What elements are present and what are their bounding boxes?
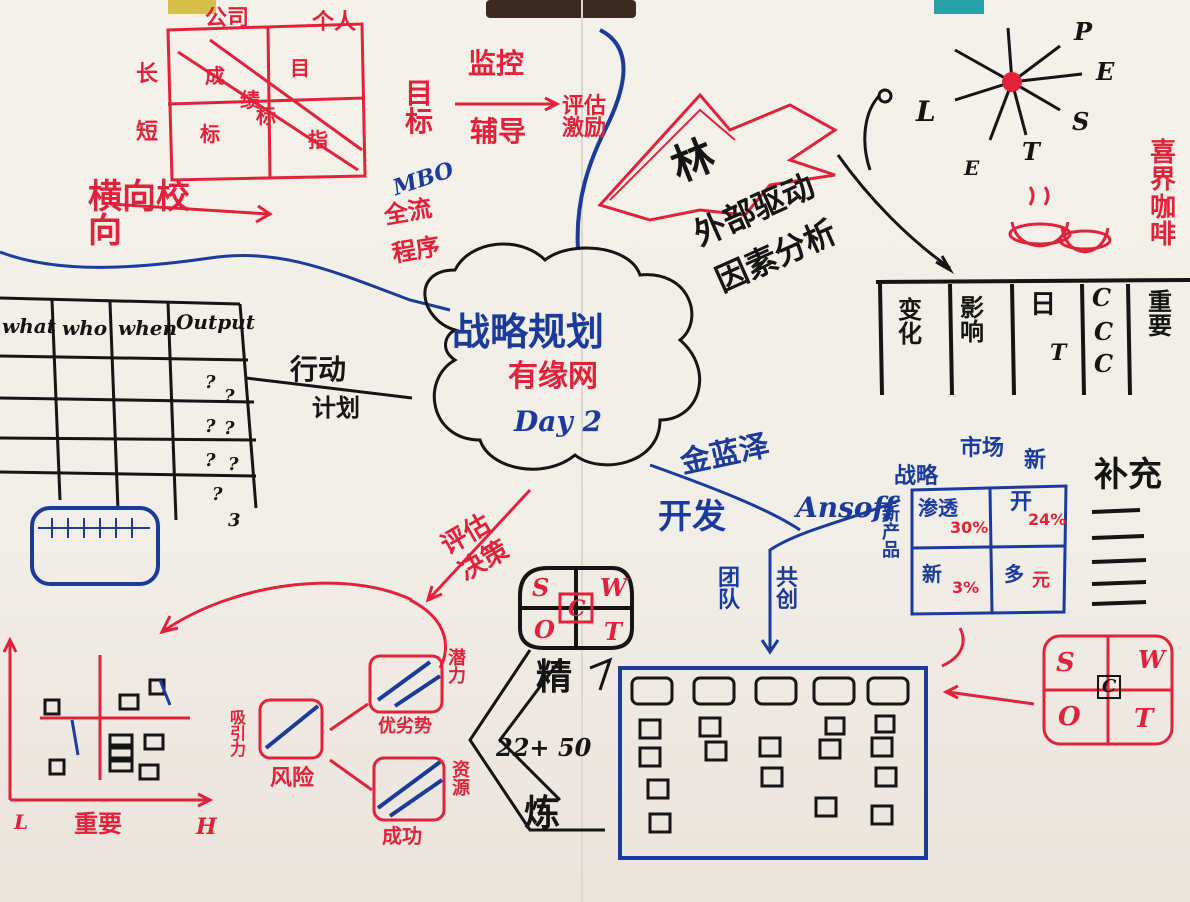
center-subtitle: 有缘网: [508, 359, 598, 394]
ansoff-cell-penetration: 渗透: [918, 496, 958, 520]
range-label: 22+ 50: [496, 733, 592, 762]
pest-letter-l: L: [916, 95, 936, 128]
development-label: 开发: [658, 497, 726, 537]
swot-o: O: [534, 615, 555, 644]
pest-letter-p: P: [1074, 17, 1093, 46]
ansoff-cell-new: 新: [922, 562, 942, 586]
ansoff-pct-3: 3%: [952, 578, 980, 597]
swot2-w: W: [1138, 645, 1165, 674]
swot-t: T: [604, 617, 622, 646]
action-header-output: Output: [176, 310, 255, 334]
action-mark-2: ?: [224, 386, 235, 407]
matrix-cell-2: 绩: [240, 88, 260, 112]
action-mark-3: ?: [205, 416, 216, 437]
pest-letter-t: T: [1022, 137, 1040, 166]
goal-label: 目标: [405, 77, 434, 138]
ansoff-cell-yuan: 元: [1032, 570, 1050, 591]
pest-letter-e2: E: [964, 156, 980, 180]
axis-high: H: [196, 814, 217, 840]
pest-letter-e: E: [1096, 57, 1115, 86]
matrix-cell-1: 成: [205, 64, 225, 88]
action-label: 行动: [290, 353, 347, 386]
action-header-when: when: [118, 316, 178, 340]
matrix-top-company: 公司: [205, 6, 250, 31]
table-col-c3: C: [1094, 349, 1114, 378]
distill-label: 炼: [524, 793, 561, 834]
risk-label: 风险: [270, 766, 315, 791]
table-col-c2: C: [1094, 317, 1114, 346]
ansoff-label: Ansoff: [796, 491, 896, 524]
swot-w: W: [600, 573, 627, 602]
action-mark-6: ?: [228, 454, 239, 475]
swot2-c: C: [1102, 676, 1117, 697]
ansoff-pct-1: 30%: [950, 518, 989, 537]
matrix-left-short: 短: [136, 120, 159, 145]
table-col-important: 重要: [1148, 288, 1172, 340]
swot-c: C: [568, 596, 586, 622]
matrix-cell-6: 标: [256, 104, 276, 128]
table-col-impact: 影响: [960, 294, 984, 346]
action-header-what: what: [2, 314, 56, 338]
success-label: 成功: [382, 824, 422, 848]
swot2-t: T: [1134, 704, 1154, 734]
matrix-left-long: 长: [136, 62, 159, 87]
ansoff-cell-multi: 多: [1004, 562, 1024, 586]
table-col-t: T: [1050, 340, 1067, 366]
co-create-label: 共创: [776, 566, 799, 613]
action-mark-5: ?: [205, 450, 216, 471]
ansoff-side: 新产品: [882, 504, 900, 561]
resource-label: 资源: [452, 760, 470, 799]
importance-label: 重要: [74, 810, 122, 838]
table-col-change: 变化: [898, 296, 922, 348]
ansoff-market: 市场: [960, 436, 1005, 461]
supplement-label: 补充: [1094, 455, 1162, 495]
attraction-label: 吸引力: [230, 708, 247, 759]
ansoff-pct-2: 24%: [1028, 510, 1067, 529]
assist-label: 辅导: [470, 115, 527, 148]
swot-s: S: [532, 573, 550, 602]
matrix-cell-4: 标: [200, 122, 220, 146]
horizontal-vertical-label: 横向校向: [88, 177, 190, 251]
coffee-label: 喜界咖啡: [1150, 138, 1177, 250]
strength-label: 优劣势: [378, 716, 432, 737]
ansoff-cell-open: 开: [1010, 490, 1033, 515]
table-col-day: 日: [1030, 290, 1057, 320]
team-label: 团队: [718, 566, 741, 613]
matrix-cell-3: 目: [290, 56, 310, 80]
monitor-label: 监控: [468, 47, 525, 80]
action-mark-8: 3: [228, 510, 241, 531]
swot2-s: S: [1056, 648, 1075, 678]
plan-label: 计划: [312, 394, 360, 422]
table-col-c1: C: [1092, 283, 1112, 312]
matrix-top-personal: 个人: [312, 10, 357, 35]
potential-label: 潜力: [448, 648, 466, 687]
swot2-o: O: [1058, 702, 1081, 732]
ansoff-new: 新: [1024, 448, 1047, 473]
evaluate-label: 评估激励: [562, 94, 607, 141]
action-mark-1: ?: [205, 372, 216, 393]
refine-label: 精: [536, 657, 573, 698]
center-day: Day 2: [514, 405, 602, 438]
ansoff-strategy: 战略: [894, 464, 939, 489]
action-mark-7: ?: [212, 484, 223, 505]
action-mark-4: ?: [224, 418, 235, 439]
matrix-cell-5: 指: [308, 128, 328, 152]
axis-low: L: [14, 810, 29, 834]
center-title: 战略规划: [452, 310, 605, 354]
pest-letter-s: S: [1072, 107, 1090, 136]
action-header-who: who: [62, 316, 108, 340]
